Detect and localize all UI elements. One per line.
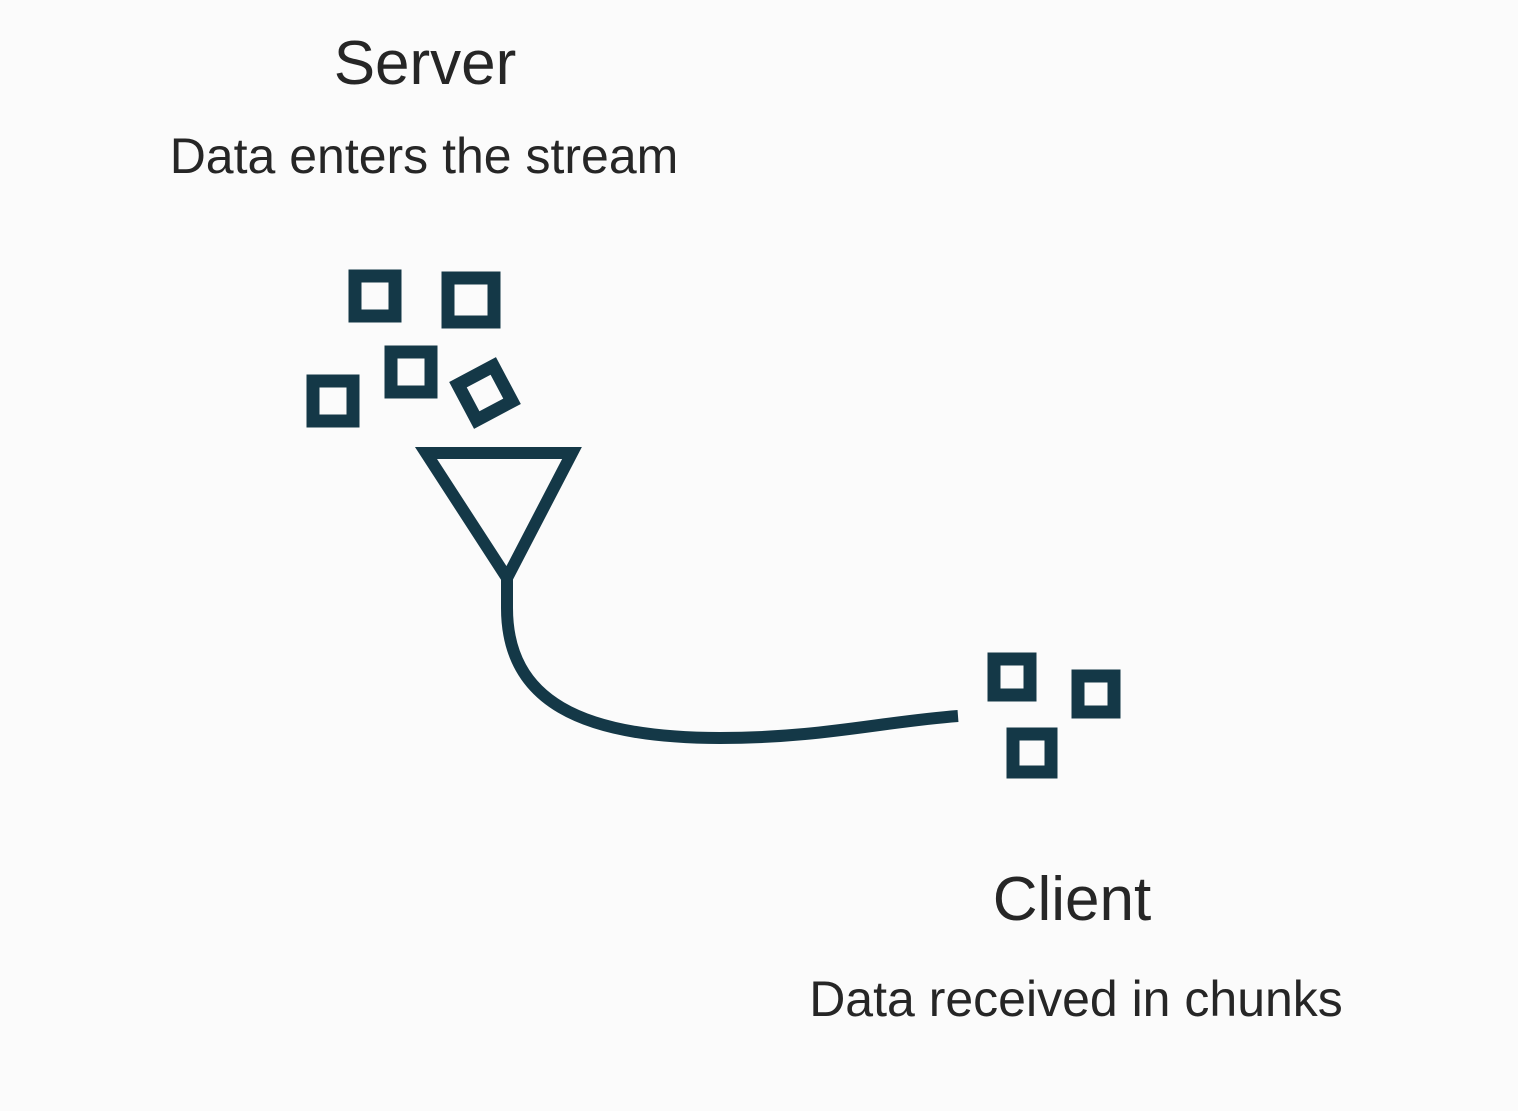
client-subtitle: Data received in chunks (809, 971, 1343, 1027)
data-chunk-icon (384, 345, 438, 399)
data-chunk-icon (1071, 669, 1121, 719)
data-chunk-icon (987, 652, 1037, 702)
client-title: Client (992, 865, 1152, 934)
data-chunk-icon (449, 357, 521, 429)
stream-line (501, 578, 959, 745)
data-chunk-icon (348, 269, 402, 323)
data-chunk-icon (441, 271, 501, 329)
data-chunk-icon (306, 374, 360, 428)
funnel-icon (414, 447, 582, 590)
server-title: Server (333, 29, 517, 98)
data-chunk-icon (1006, 727, 1058, 779)
server-subtitle: Data enters the stream (169, 128, 679, 184)
